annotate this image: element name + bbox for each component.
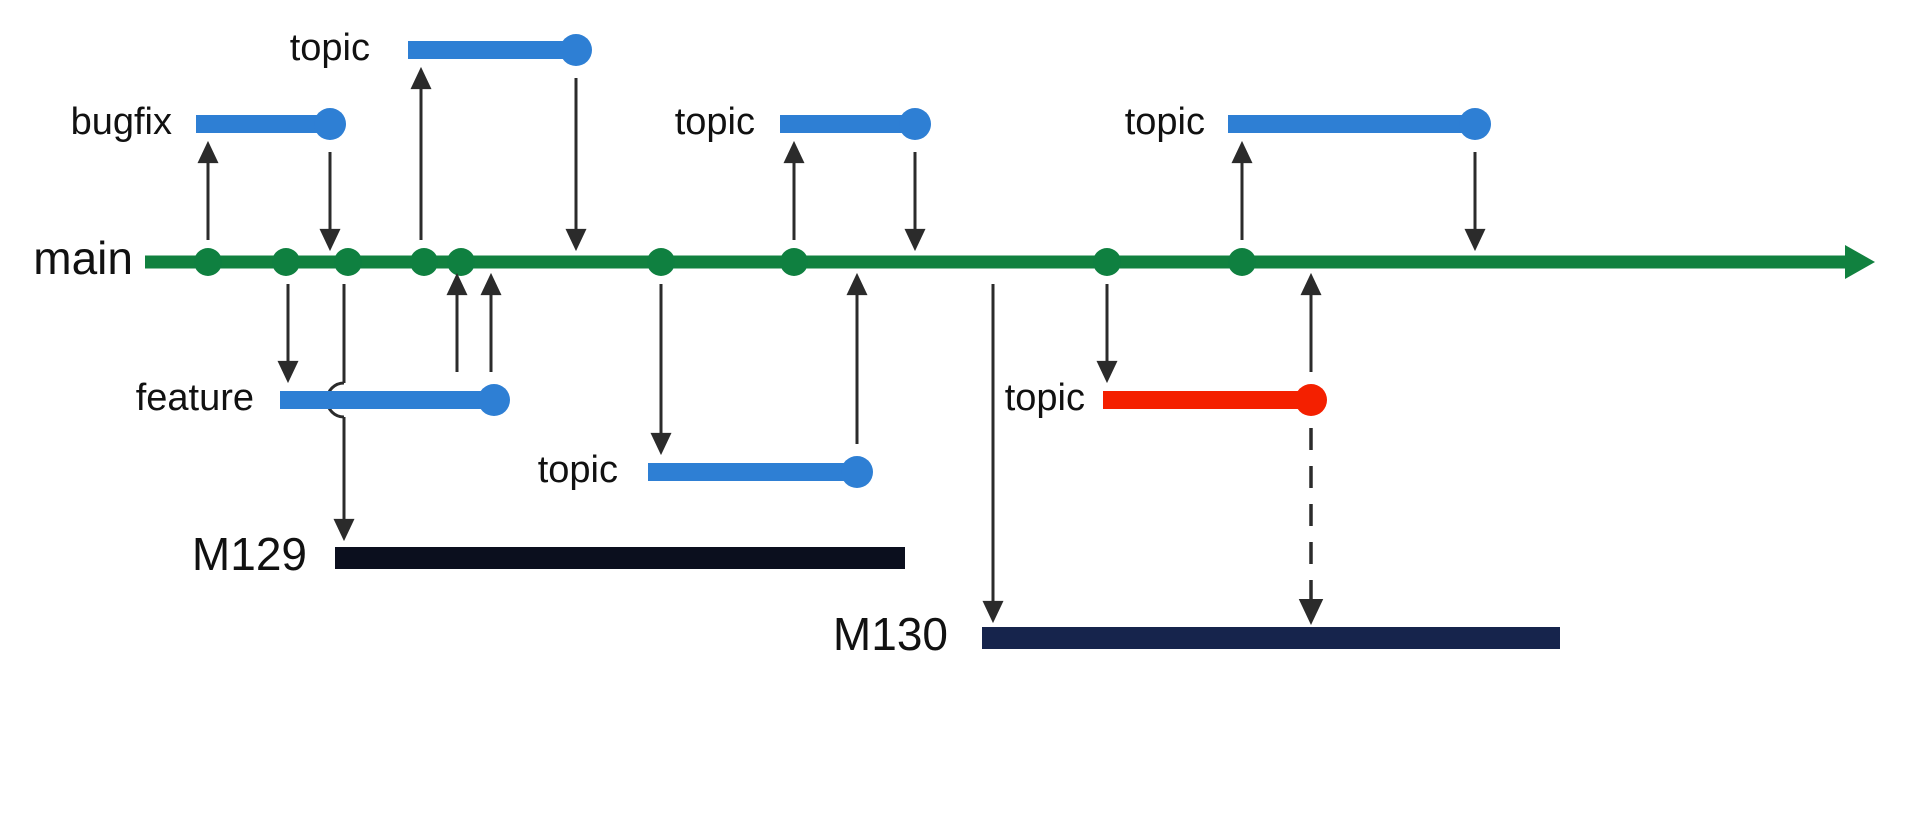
main-branch-label: main	[33, 232, 133, 284]
labels-group: main bugfix topic topic topic feature topic top…	[33, 27, 1205, 660]
branch-label: topic	[538, 449, 618, 491]
branches-group	[196, 34, 1491, 488]
branch-bar[interactable]	[280, 391, 494, 409]
branch-label: feature	[136, 377, 254, 419]
branch-label: topic	[1125, 101, 1205, 143]
main-commit-dot[interactable]	[334, 248, 362, 276]
branch-bar[interactable]	[1228, 115, 1475, 133]
main-commit-dot[interactable]	[647, 248, 675, 276]
branch-head-dot[interactable]	[314, 108, 346, 140]
milestone-label: M129	[192, 528, 307, 580]
main-commit-dot[interactable]	[194, 248, 222, 276]
milestones-group	[335, 547, 1560, 649]
main-commit-dot[interactable]	[272, 248, 300, 276]
branch-head-dot[interactable]	[478, 384, 510, 416]
milestone-label: M130	[833, 608, 948, 660]
branch-label: topic	[675, 101, 755, 143]
main-branch-line	[145, 255, 1845, 269]
main-commit-dot[interactable]	[1228, 248, 1256, 276]
main-commit-dot[interactable]	[780, 248, 808, 276]
branch-bar[interactable]	[1103, 391, 1311, 409]
branch-head-dot[interactable]	[560, 34, 592, 66]
branch-bar[interactable]	[408, 41, 576, 59]
branch-head-dot[interactable]	[1459, 108, 1491, 140]
main-branch-arrowhead-icon	[1845, 245, 1875, 279]
branch-bar[interactable]	[648, 463, 857, 481]
branch-head-dot[interactable]	[1295, 384, 1327, 416]
branch-bar[interactable]	[196, 115, 330, 133]
arrows-group	[197, 66, 1486, 625]
main-commit-dot[interactable]	[410, 248, 438, 276]
milestone-bar[interactable]	[982, 627, 1560, 649]
branch-label: bugfix	[71, 101, 172, 143]
main-commit-dot[interactable]	[1093, 248, 1121, 276]
branch-head-dot[interactable]	[899, 108, 931, 140]
branch-bar[interactable]	[780, 115, 915, 133]
branch-label: topic	[290, 27, 370, 69]
branch-head-dot[interactable]	[841, 456, 873, 488]
main-commit-dot[interactable]	[447, 248, 475, 276]
branch-label: topic	[1005, 377, 1085, 419]
main-branch-group	[145, 245, 1875, 279]
milestone-bar[interactable]	[335, 547, 905, 569]
